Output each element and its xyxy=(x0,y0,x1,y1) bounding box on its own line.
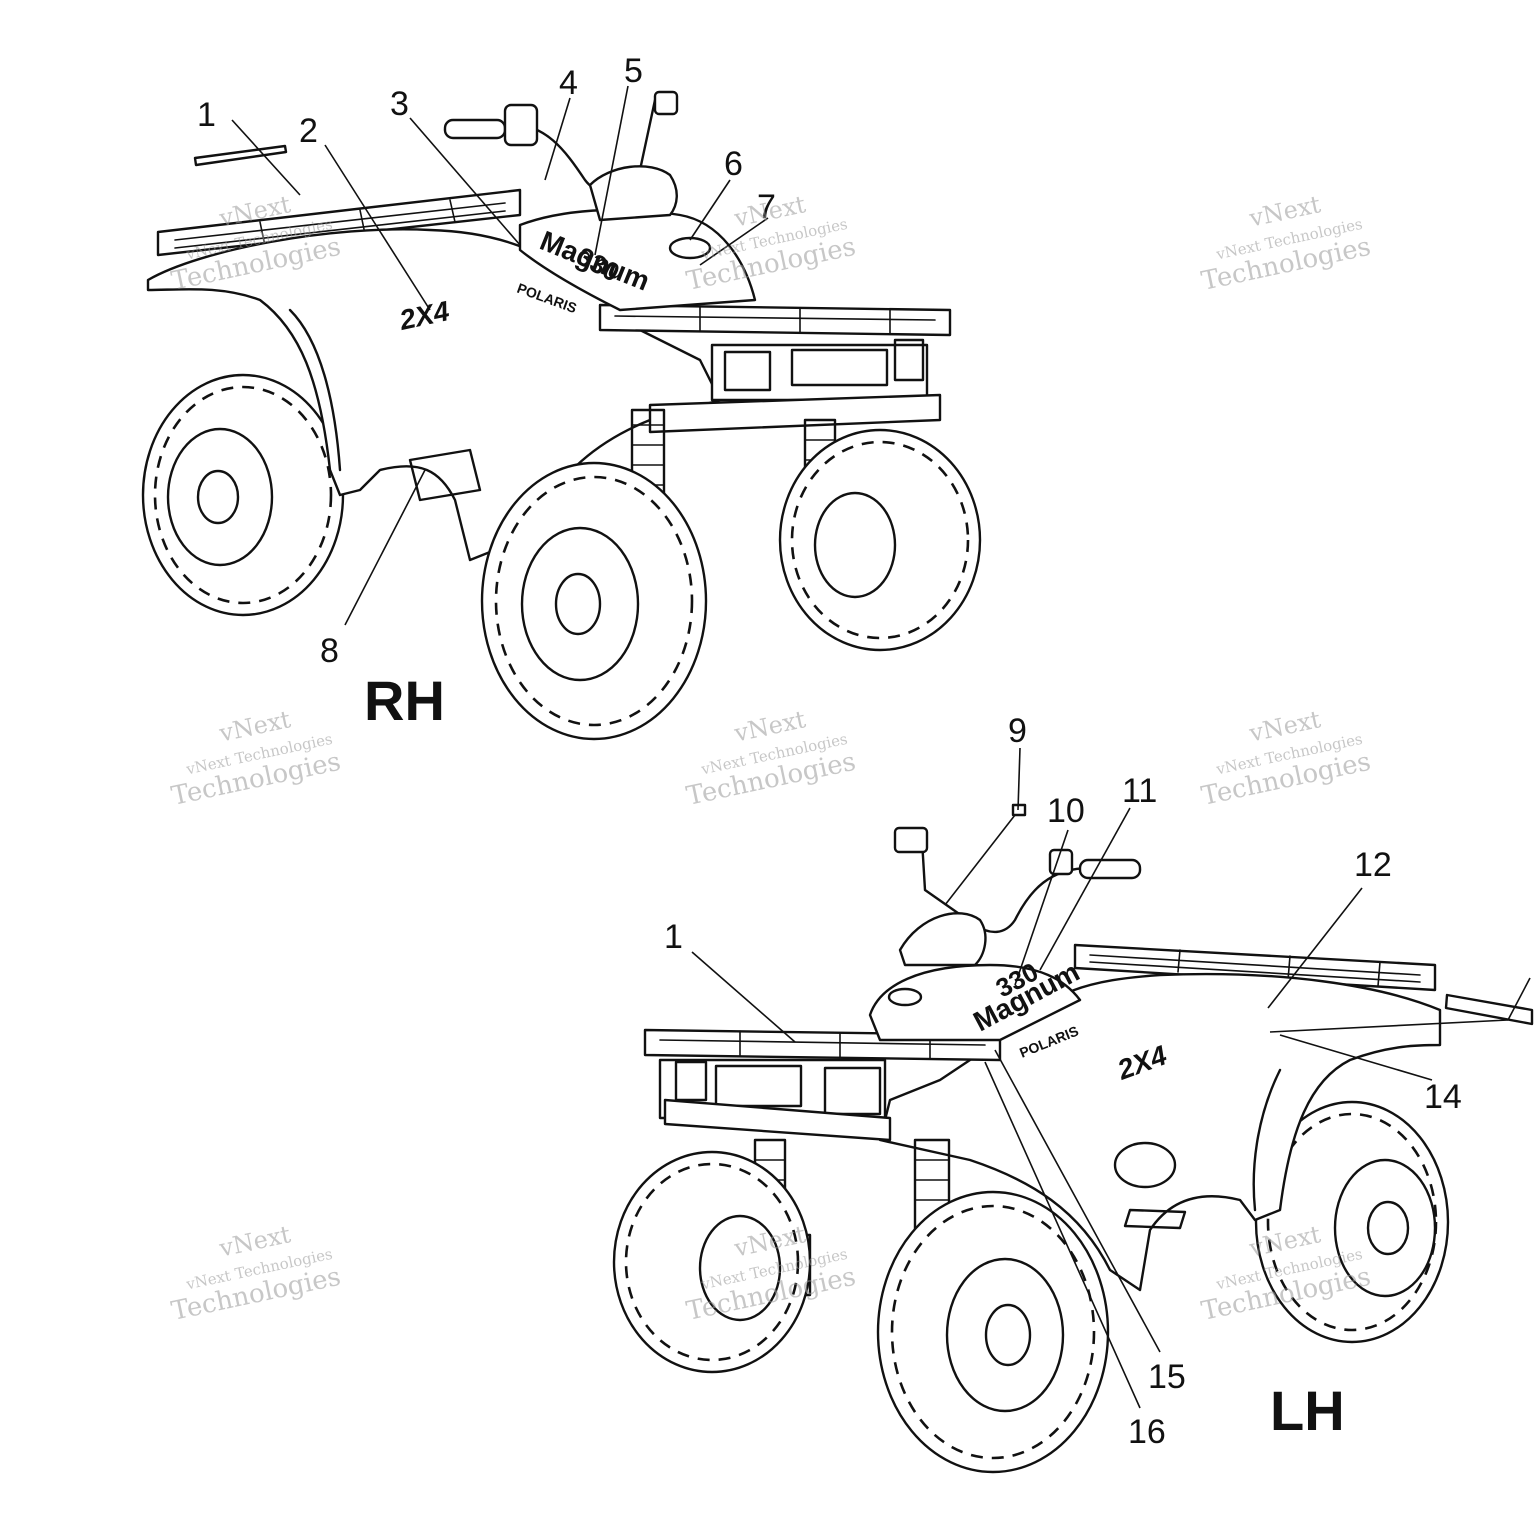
rh-leader-lines xyxy=(231,85,769,626)
callout-lh-1: 1 xyxy=(664,918,683,956)
callout-rh-1: 1 xyxy=(197,96,216,134)
rh-headlight-pod xyxy=(588,165,678,222)
lh-near-front-wheel xyxy=(876,1190,1110,1474)
rh-handlebar xyxy=(443,90,679,222)
lh-handlebar xyxy=(893,803,1142,967)
callout-lh-16: 16 xyxy=(1128,1413,1166,1451)
callout-rh-3: 3 xyxy=(390,85,409,123)
callout-lh-11: 11 xyxy=(1122,772,1157,810)
atv-rh-view: 330 Magnum POLARIS 2X4 xyxy=(141,52,982,741)
watermark: vNext vNext Technologies Technologies xyxy=(684,705,859,812)
callout-lh-14: 14 xyxy=(1424,1078,1462,1116)
callout-rh-5: 5 xyxy=(624,52,643,90)
watermark: vNext vNext Technologies Technologies xyxy=(1199,190,1374,297)
watermark: vNext vNext Technologies Technologies xyxy=(169,1220,344,1327)
decal-strip-1 xyxy=(193,144,288,167)
callout-rh-8: 8 xyxy=(320,632,339,670)
callout-rh-6: 6 xyxy=(724,145,743,183)
lh-rear-wheel xyxy=(1254,1100,1450,1344)
decal-9 xyxy=(1011,803,1027,817)
lh-callouts: 9 10 11 1 12 14 15 16 xyxy=(664,712,1462,1451)
callout-rh-7: 7 xyxy=(757,188,776,226)
rh-near-front-wheel xyxy=(480,461,708,741)
rh-callouts: 1 2 3 4 5 6 7 8 xyxy=(197,52,776,670)
lh-footrest xyxy=(1123,1208,1187,1230)
rh-far-front-wheel xyxy=(778,428,982,652)
atv-lh-view: 330 Magnum POLARIS 2X4 xyxy=(612,712,1534,1474)
fuel-cap-decal-6 xyxy=(668,236,712,260)
watermark: vNext vNext Technologies Technologies xyxy=(169,705,344,812)
callout-lh-9: 9 xyxy=(1008,712,1027,750)
lh-fuel-tank xyxy=(868,963,1082,1042)
lh-headlights xyxy=(658,1058,892,1142)
watermark: vNext vNext Technologies Technologies xyxy=(1199,705,1374,812)
callout-rh-4: 4 xyxy=(559,64,578,102)
lh-headlight-pod xyxy=(898,912,987,967)
view-label-lh: LH xyxy=(1270,1379,1345,1442)
lh-body xyxy=(878,972,1442,1292)
callout-lh-12: 12 xyxy=(1354,846,1392,884)
lh-fuel-cap-decal xyxy=(887,987,923,1007)
lh-rear-rack xyxy=(1073,943,1437,992)
rh-front-rack xyxy=(598,303,952,337)
callout-lh-10: 10 xyxy=(1047,792,1085,830)
callout-lh-15: 15 xyxy=(1148,1358,1186,1396)
callout-rh-2: 2 xyxy=(299,112,318,150)
view-label-rh: RH xyxy=(364,669,445,732)
lh-engine-part xyxy=(1113,1141,1177,1189)
rh-rear-rack xyxy=(156,188,522,257)
lh-far-front-wheel xyxy=(612,1150,812,1374)
lh-leader-lines xyxy=(691,747,1531,1409)
rh-headlights xyxy=(648,338,942,434)
rh-rear-wheel xyxy=(141,373,345,617)
